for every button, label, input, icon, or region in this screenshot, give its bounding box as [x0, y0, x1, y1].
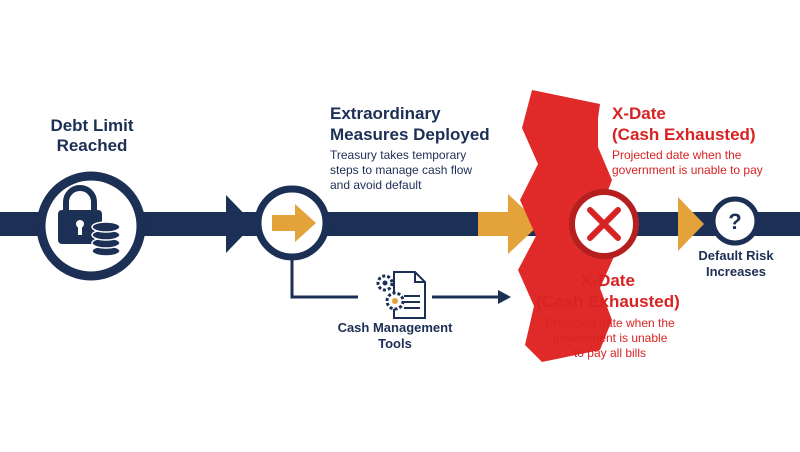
x-date-bottom-desc-line2: government is unable — [552, 331, 668, 345]
cash-management-tools-label: Cash Management Tools — [330, 320, 460, 352]
cash-tools-label-line1: Cash Management — [337, 320, 453, 335]
lock-icon — [58, 185, 102, 244]
x-date-bottom-desc-line1: Projected date when the — [545, 316, 675, 330]
x-date-top-desc-line2: government is unable to pay — [612, 163, 763, 177]
x-date-bottom-title-line1: X-Date — [581, 271, 635, 290]
default-risk-label-line2: Increases — [706, 264, 766, 279]
gears-document-icon — [376, 271, 426, 319]
debt-limit-title-line1: Debt Limit — [50, 116, 134, 135]
cash-tools-arrowhead — [498, 290, 511, 304]
extraordinary-desc-line3: and avoid default — [330, 178, 422, 192]
x-date-bottom-desc-line3: to pay all bills — [573, 346, 647, 360]
default-risk-circle — [710, 196, 760, 246]
timeline-arrowhead-gold-1 — [508, 194, 540, 254]
x-mark-icon — [587, 207, 621, 241]
extraordinary-measures-description: Treasury takes temporary steps to manage… — [330, 148, 510, 193]
x-date-top-desc-line1: Projected date when the — [612, 148, 742, 162]
branch-connector — [290, 257, 358, 299]
cash-tools-label-line2: Tools — [378, 336, 412, 351]
x-date-bottom-description: Projected date when the government is un… — [535, 316, 685, 361]
extraordinary-measures-title: Extraordinary Measures Deployed — [330, 103, 520, 145]
default-risk-label: Default Risk Increases — [686, 248, 786, 280]
x-date-top-title: X-Date (Cash Exhausted) — [612, 103, 792, 145]
debt-limit-title-line2: Reached — [56, 136, 128, 155]
timeline-arrowhead-1 — [226, 195, 254, 253]
x-date-top-title-line1: X-Date — [612, 104, 666, 123]
debt-limit-title: Debt Limit Reached — [28, 116, 156, 156]
extraordinary-desc-line1: Treasury takes temporary — [330, 148, 467, 162]
x-date-bottom-title: X-Date (Cash Exhausted) — [528, 270, 688, 312]
timeline-arrowhead-gold-2 — [678, 197, 704, 251]
x-date-bottom-title-line2: (Cash Exhausted) — [536, 292, 680, 311]
default-risk-label-line1: Default Risk — [698, 248, 774, 263]
extraordinary-desc-line2: steps to manage cash flow — [330, 163, 473, 177]
arrow-right-icon — [272, 204, 316, 242]
extraordinary-title-line2: Measures Deployed — [330, 125, 490, 144]
x-date-top-title-line2: (Cash Exhausted) — [612, 125, 756, 144]
extraordinary-title-line1: Extraordinary — [330, 104, 441, 123]
coins-icon — [91, 221, 121, 257]
question-mark-icon: ? — [728, 209, 741, 234]
x-date-top-description: Projected date when the government is un… — [612, 148, 792, 178]
